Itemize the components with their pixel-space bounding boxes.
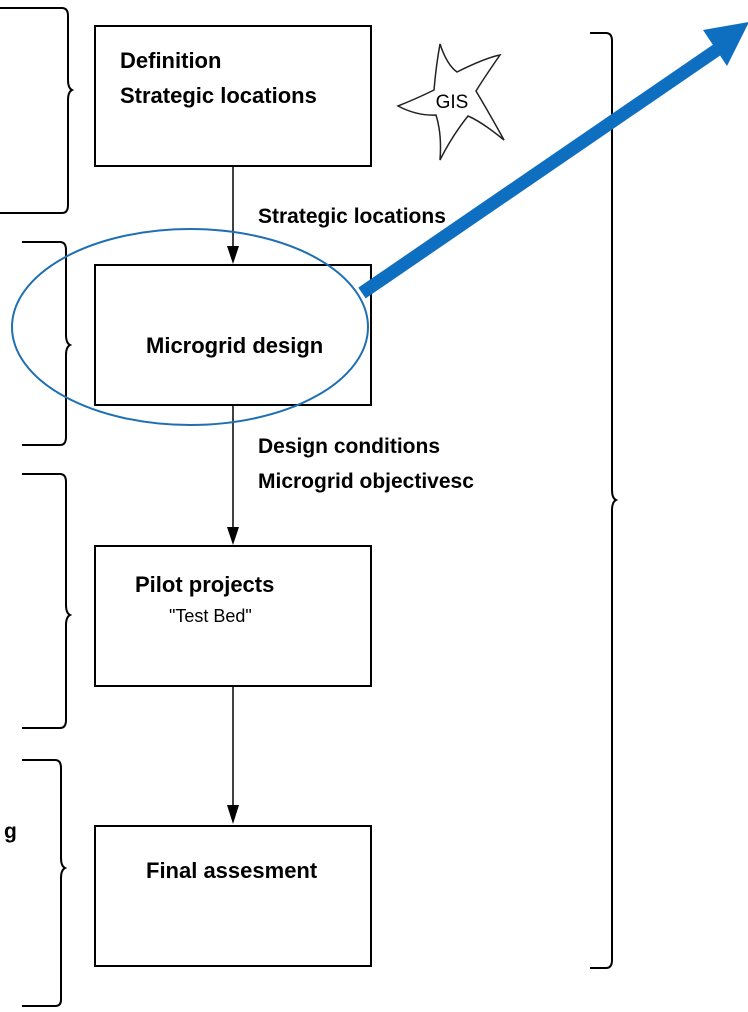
test-bed-label: "Test Bed": [169, 606, 252, 626]
microgrid-design-box: [94, 264, 372, 406]
pilot-projects-label: Pilot projects: [135, 572, 274, 597]
connector-1-arrowhead: [227, 246, 239, 264]
final-assessment-box: [94, 825, 372, 967]
connector-2-arrowhead: [227, 527, 239, 545]
left-brace-3: [22, 473, 73, 729]
definition-subtitle: Strategic locations: [120, 83, 317, 108]
highlight-ellipse: [11, 228, 369, 426]
gis-label: GIS: [436, 92, 469, 113]
definition-title: Definition: [120, 48, 221, 73]
pilot-projects-box: [94, 545, 372, 687]
cropped-left-text: g: [4, 820, 17, 843]
connector-3-arrowhead: [227, 805, 239, 824]
final-assessment-label: Final assesment: [146, 858, 318, 883]
left-brace-2: [22, 241, 73, 446]
edge-label-microgrid-objectives: Microgrid objectivesc: [258, 470, 474, 493]
left-brace-4: [22, 759, 68, 1007]
microgrid-design-label: Microgrid design: [146, 333, 323, 358]
right-bracket: [590, 32, 619, 969]
gis-star-icon: [396, 43, 505, 161]
blue-arrow-shaft: [358, 39, 728, 299]
edge-label-design-conditions: Design conditions: [258, 435, 440, 458]
definition-box: [94, 25, 372, 167]
edge-label-strategic-locations: Strategic locations: [258, 205, 446, 228]
blue-arrowhead: [703, 22, 748, 66]
left-brace-1: [0, 7, 75, 214]
